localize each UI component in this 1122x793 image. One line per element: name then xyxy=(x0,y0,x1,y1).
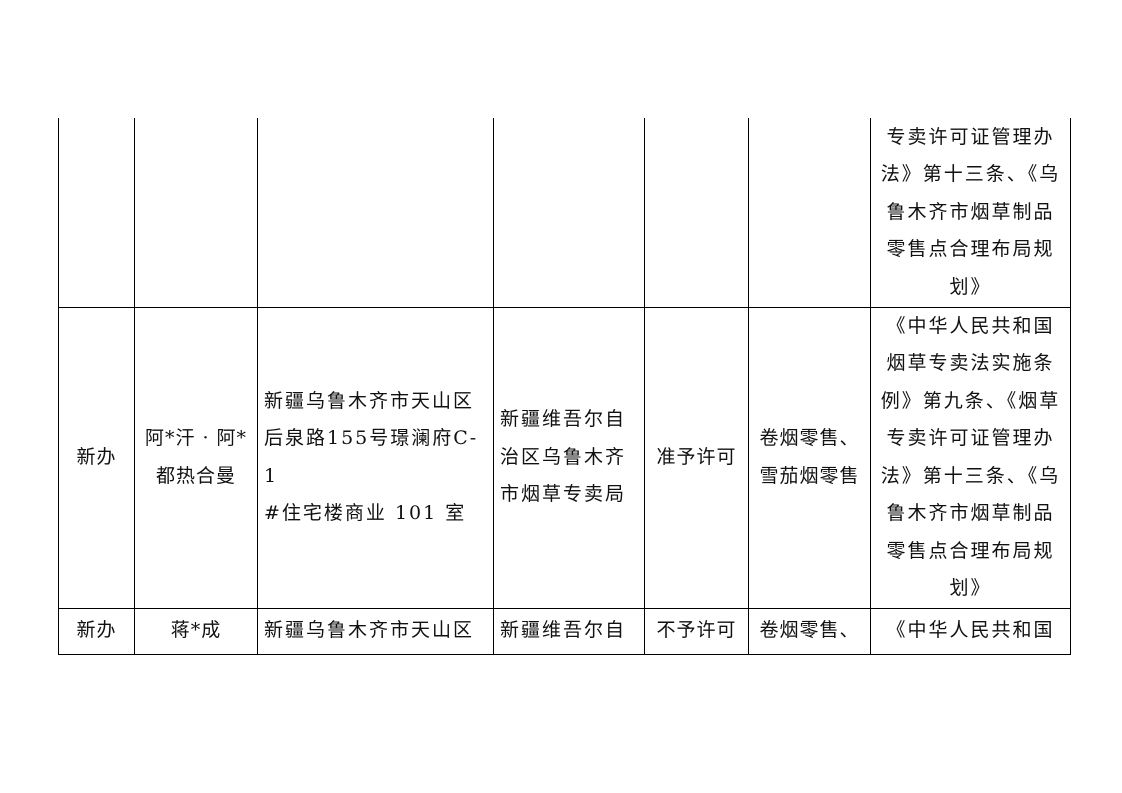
basis-line: 法》第十三条、《乌 xyxy=(880,464,1061,487)
name-cell xyxy=(134,118,258,308)
name-cell: 蒋*成 xyxy=(134,607,258,655)
authority-cell: 新疆维吾尔自 治区乌鲁木齐 市烟草专卖局 xyxy=(493,306,645,609)
address-cell: 新疆乌鲁木齐市天山区 后泉路155号璟澜府C-1 #住宅楼商业 101 室 xyxy=(257,306,494,609)
basis-line: 零售点合理布局规 xyxy=(886,238,1055,260)
table-row: 新办 蒋*成 新疆乌鲁木齐市天山区 新疆维吾尔自 不予许可 卷烟零售、 《中华人… xyxy=(58,607,1071,655)
basis-line: 专卖许可证管理办 xyxy=(886,125,1055,148)
address-cell: 新疆乌鲁木齐市天山区 xyxy=(257,607,494,655)
decision-cell: 不予许可 xyxy=(644,607,749,655)
type-cell: 新办 xyxy=(58,607,135,655)
basis-line: 划》 xyxy=(949,275,992,298)
basis-line: 鲁木齐市烟草制品 xyxy=(886,200,1055,223)
scope-cell: 卷烟零售、 雪茄烟零售 xyxy=(748,306,871,609)
name-cell: 阿*汗 · 阿* 都热合曼 xyxy=(134,306,258,609)
authority-line: 市烟草专卖局 xyxy=(500,483,627,506)
basis-line: 划》 xyxy=(949,577,992,599)
basis-cell: 《中华人民共和国 xyxy=(870,607,1071,655)
basis-line: 零售点合理布局规 xyxy=(886,539,1055,562)
address-line: 后泉路155号璟澜府C-1 xyxy=(264,427,479,487)
address-cell xyxy=(257,118,494,308)
decision-cell xyxy=(644,118,749,308)
decision-cell: 准予许可 xyxy=(644,306,749,609)
basis-cell: 《中华人民共和国 烟草专卖法实施条 例》第九条、《烟草 专卖许可证管理办 法》第… xyxy=(870,306,1071,609)
name-line: 都热合曼 xyxy=(155,464,236,487)
basis-line: 烟草专卖法实施条 xyxy=(886,352,1055,374)
basis-line: 例》第九条、《烟草 xyxy=(880,389,1061,412)
basis-line: 《中华人民共和国 xyxy=(886,314,1055,337)
basis-line: 法》第十三条、《乌 xyxy=(880,163,1061,185)
authority-cell xyxy=(493,118,645,308)
type-cell xyxy=(58,118,135,308)
scope-cell xyxy=(748,118,871,308)
authority-line: 新疆维吾尔自 xyxy=(500,408,627,431)
license-decision-table: 专卖许可证管理办 法》第十三条、《乌 鲁木齐市烟草制品 零售点合理布局规 划》 … xyxy=(58,118,1071,655)
authority-cell: 新疆维吾尔自 xyxy=(493,607,645,655)
table-row: 新办 阿*汗 · 阿* 都热合曼 新疆乌鲁木齐市天山区 后泉路155号璟澜府C-… xyxy=(58,306,1071,609)
basis-line: 鲁木齐市烟草制品 xyxy=(886,502,1055,524)
scope-line: 卷烟零售、 xyxy=(759,427,860,449)
basis-cell: 专卖许可证管理办 法》第十三条、《乌 鲁木齐市烟草制品 零售点合理布局规 划》 xyxy=(870,118,1071,308)
table-row: 专卖许可证管理办 法》第十三条、《乌 鲁木齐市烟草制品 零售点合理布局规 划》 xyxy=(58,118,1071,308)
type-cell: 新办 xyxy=(58,306,135,609)
name-line: 阿*汗 · 阿* xyxy=(144,427,248,449)
authority-line: 治区乌鲁木齐 xyxy=(500,445,627,468)
address-line: 新疆乌鲁木齐市天山区 xyxy=(264,389,475,412)
address-line: #住宅楼商业 101 室 xyxy=(264,502,467,524)
scope-line: 雪茄烟零售 xyxy=(759,464,860,487)
scope-cell: 卷烟零售、 xyxy=(748,607,871,655)
basis-line: 专卖许可证管理办 xyxy=(886,427,1055,449)
